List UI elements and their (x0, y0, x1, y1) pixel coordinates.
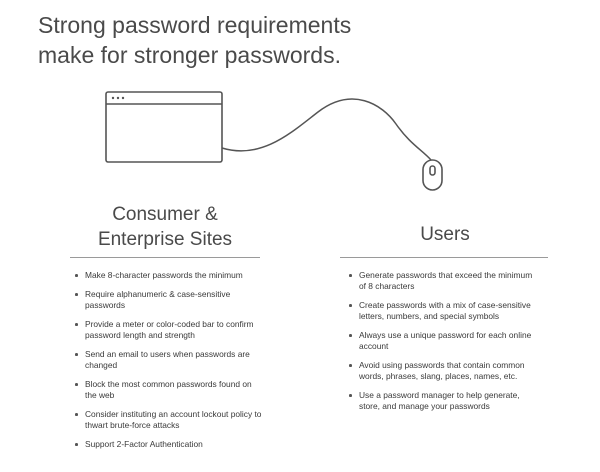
right-title-text: Users (420, 224, 470, 245)
left-title-line-1: Consumer & (112, 204, 218, 225)
left-column-title: Consumer & Enterprise Sites (70, 202, 260, 252)
list-item: Support 2-Factor Authentication (74, 439, 264, 450)
list-item: Generate passwords that exceed the minim… (348, 270, 538, 292)
headline-line-1: Strong password requirements (38, 12, 352, 38)
list-item: Require alphanumeric & case-sensitive pa… (74, 289, 264, 311)
list-item: Create passwords with a mix of case-sens… (348, 300, 538, 322)
list-item: Avoid using passwords that contain commo… (348, 360, 538, 382)
list-item: Consider instituting an account lockout … (74, 409, 264, 431)
headline-line-2: make for stronger passwords. (38, 42, 341, 68)
headline: Strong password requirements make for st… (38, 10, 478, 70)
mouse-icon (422, 159, 443, 191)
right-column-list: Generate passwords that exceed the minim… (348, 270, 538, 420)
mouse-cable (221, 98, 432, 161)
list-item: Block the most common passwords found on… (74, 379, 264, 401)
list-item: Use a password manager to help generate,… (348, 390, 538, 412)
list-item: Provide a meter or color-coded bar to co… (74, 319, 264, 341)
list-item: Always use a unique password for each on… (348, 330, 538, 352)
right-column-divider (340, 257, 548, 258)
right-column-title: Users (350, 222, 540, 247)
list-item: Send an email to users when passwords ar… (74, 349, 264, 371)
left-title-line-2: Enterprise Sites (97, 229, 233, 250)
browser-window-icon (105, 91, 223, 163)
left-column-list: Make 8-character passwords the minimum R… (74, 270, 264, 458)
left-column-divider (70, 257, 260, 258)
list-item: Make 8-character passwords the minimum (74, 270, 264, 281)
